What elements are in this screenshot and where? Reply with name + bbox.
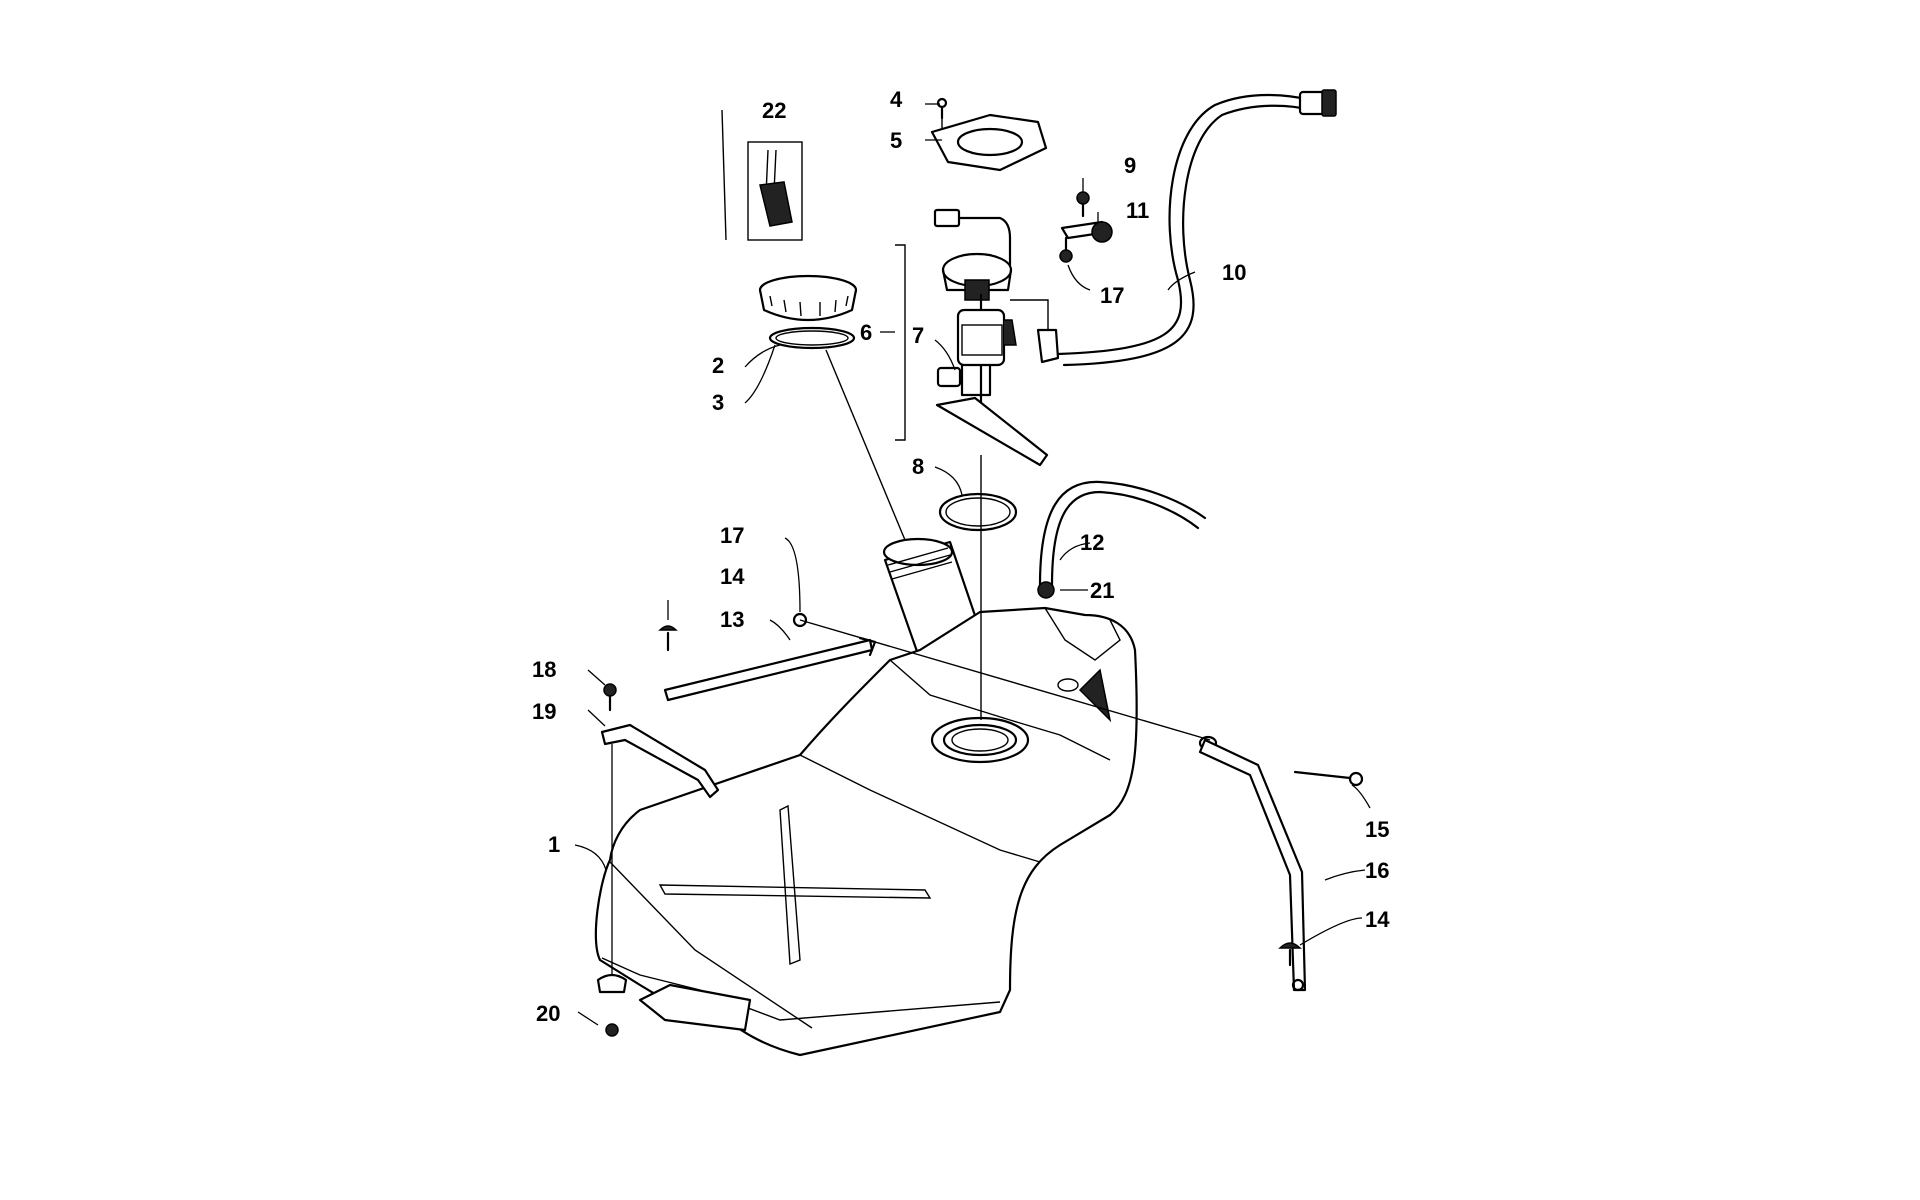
part-20-rubber-mount (596, 973, 628, 1037)
callout-14-right: 14 (1365, 907, 1390, 932)
part-14-rivet-right (1278, 942, 1302, 967)
part-5-pump-flange-gasket (930, 113, 1048, 172)
part-6-fuel-pump-assembly (895, 208, 1060, 467)
callout-4: 4 (890, 87, 903, 112)
part-1-fuel-tank (594, 606, 1138, 1057)
callout-6: 6 (860, 320, 872, 345)
callout-13: 13 (720, 607, 744, 632)
callout-17-upper: 17 (1100, 283, 1124, 308)
part-13-tank-strap-rod (663, 612, 1211, 741)
callout-18: 18 (532, 657, 556, 682)
callout-21: 21 (1090, 578, 1114, 603)
callout-10: 10 (1222, 260, 1246, 285)
callout-14-left: 14 (720, 564, 745, 589)
part-19-tank-bracket (600, 723, 720, 990)
callout-11: 11 (1126, 198, 1149, 223)
part-2-fuel-cap (758, 274, 858, 322)
callout-2: 2 (712, 353, 724, 378)
part-18-bolt (603, 683, 617, 712)
part-16-tank-strap-right (1198, 735, 1307, 992)
callout-17-lower: 17 (720, 523, 744, 548)
callout-20: 20 (536, 1001, 560, 1026)
filler-neck (882, 537, 987, 662)
callout-22: 22 (762, 98, 786, 123)
callout-16: 16 (1365, 858, 1389, 883)
part-14-rivet-left (658, 625, 678, 652)
callout-5: 5 (890, 128, 902, 153)
part-10-fuel-hose (1056, 89, 1337, 367)
part-12-vent-hose (1038, 480, 1207, 587)
callout-12: 12 (1080, 530, 1104, 555)
callout-8: 8 (912, 454, 924, 479)
callout-1: 1 (548, 832, 560, 857)
part-9-11-17-clamp-hardware (1059, 191, 1113, 263)
callout-15: 15 (1365, 817, 1389, 842)
part-3-cap-seal (768, 326, 856, 350)
leader-lines (574, 103, 1371, 1026)
callout-19: 19 (532, 699, 556, 724)
callout-9: 9 (1124, 153, 1136, 178)
callout-7: 7 (912, 323, 924, 348)
callout-3: 3 (712, 390, 724, 415)
part-8-pump-o-ring (938, 492, 1018, 532)
part-15-rod (1293, 770, 1364, 787)
callout-labels: 1 2 3 4 5 6 7 8 9 10 11 12 13 14 14 15 1… (532, 87, 1390, 1026)
part-22-harness-connector (747, 141, 803, 241)
